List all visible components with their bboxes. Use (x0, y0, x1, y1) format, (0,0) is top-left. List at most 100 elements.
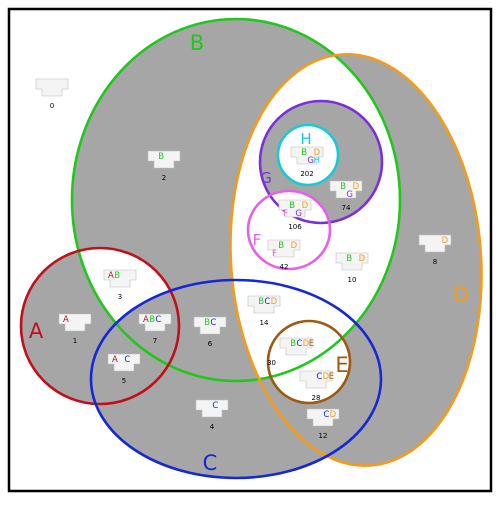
set-h-outline (276, 123, 340, 187)
region-letter-c: C (316, 372, 322, 382)
region-letter-a: A (112, 355, 118, 365)
region-letter-e: E (309, 339, 314, 349)
region-letter-b: B (346, 254, 352, 264)
region-tile-42 (267, 239, 301, 258)
region-letter-a: A (108, 271, 114, 281)
set-c-outline (89, 278, 383, 480)
region-letter-d: D (330, 410, 337, 420)
region-tile-74 (329, 180, 363, 199)
set-label-h: H (300, 130, 311, 148)
set-label-d: D (453, 283, 469, 307)
region-letter-b: B (290, 339, 296, 349)
region-letter-d: D (323, 372, 330, 382)
region-4: C4 (195, 399, 229, 431)
region-count: 12 (319, 432, 328, 440)
region-tile-14 (247, 295, 281, 314)
region-count: 7 (153, 337, 157, 345)
region-1: A1 (58, 313, 92, 345)
region-letter-b: B (114, 271, 120, 281)
region-2: B2 (147, 150, 181, 182)
region-letter-c: C (323, 410, 329, 420)
set-label-c: C (203, 451, 218, 475)
region-letter-g: G (307, 156, 314, 166)
region-letter-b: B (204, 318, 210, 328)
region-letter-c: C (155, 315, 161, 325)
region-count: 8 (433, 258, 437, 266)
region-tile-3 (103, 269, 137, 288)
region-count: 4 (210, 423, 215, 431)
set-b-outline (70, 17, 402, 383)
region-tile-6 (193, 316, 227, 335)
region-count: 28 (312, 394, 321, 402)
region-letter-a: A (63, 315, 69, 325)
set-label-a: A (29, 319, 44, 343)
region-letter-b: B (289, 201, 295, 211)
region-letter-c: C (212, 401, 218, 411)
region-letter-b: B (340, 182, 346, 192)
region-count: 6 (208, 340, 213, 348)
region-tile-10 (335, 252, 369, 271)
region-tile-12 (306, 408, 340, 427)
set-a-outline (19, 246, 181, 406)
region-letter-f: F (283, 209, 288, 219)
region-letter-h: H (314, 156, 320, 166)
region-letter-a: A (143, 315, 149, 325)
region-letter-e: E (329, 372, 334, 382)
region-count: 202 (300, 170, 313, 178)
region-count: 5 (122, 377, 126, 385)
region-letter-b: B (278, 241, 284, 251)
region-letter-d: D (359, 254, 366, 264)
region-count: 30 (267, 359, 276, 367)
region-letter-d: D (302, 201, 309, 211)
region-count: 74 (342, 204, 351, 212)
set-d-outline (229, 53, 483, 467)
region-0: 0 (35, 78, 69, 110)
region-count: 0 (50, 102, 54, 110)
region-count: 2 (162, 174, 166, 182)
region-tile-30 (279, 337, 313, 356)
set-outlines (19, 17, 483, 480)
region-letter-d: D (314, 148, 321, 158)
set-labels: B D A C E F G H (29, 31, 469, 475)
set-g-outline (258, 99, 384, 225)
region-tile-5 (107, 353, 141, 372)
region-tile-1 (58, 313, 92, 332)
set-label-f: F (253, 231, 262, 249)
region-count: 14 (260, 319, 269, 327)
set-label-e: E (335, 353, 348, 377)
region-count: 3 (118, 293, 122, 301)
region-count: 10 (348, 276, 357, 284)
region-letter-g: G (295, 209, 302, 219)
region-letter-f: F (272, 249, 277, 259)
region-tile-202 (290, 146, 324, 165)
region-count: 1 (73, 337, 77, 345)
region-count: 42 (280, 263, 289, 271)
region-letter-d: D (303, 339, 310, 349)
region-letter-b: B (258, 297, 264, 307)
region-letter-g: G (346, 190, 353, 200)
region-letter-b: B (149, 315, 155, 325)
set-label-g: G (260, 169, 272, 187)
region-letter-c: C (296, 339, 302, 349)
region-tile-106 (278, 199, 312, 218)
region-letter-c: C (210, 318, 216, 328)
region-letter-d: D (291, 241, 298, 251)
region-tile-4 (195, 399, 229, 418)
region-letter-b: B (158, 152, 164, 162)
region-tile-2 (147, 150, 181, 169)
